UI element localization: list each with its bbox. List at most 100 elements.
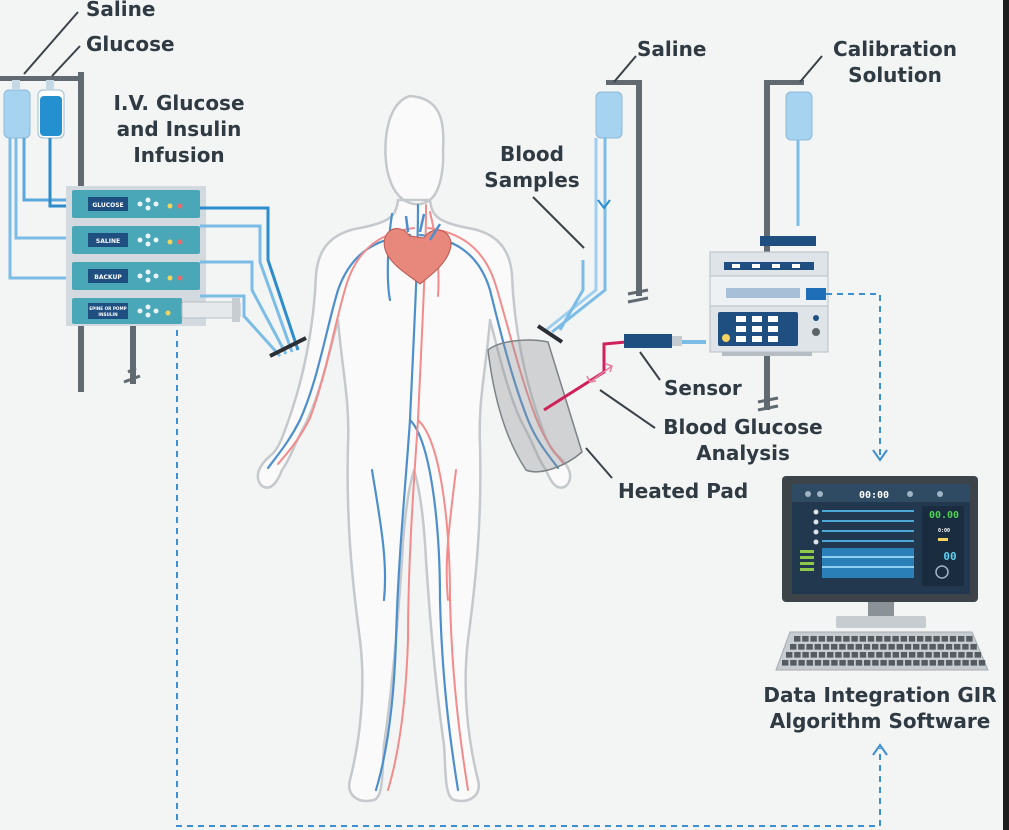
keyboard-key xyxy=(810,652,817,658)
keyboard-key xyxy=(954,644,961,650)
keyboard-key xyxy=(802,636,809,642)
keyboard-key xyxy=(851,636,858,642)
keyboard-key xyxy=(847,644,854,650)
keyboard-key xyxy=(958,636,965,642)
keyboard-key xyxy=(929,660,936,666)
catheter-clip-right xyxy=(536,324,564,344)
keyboard-key xyxy=(826,636,834,642)
keyboard-key xyxy=(855,644,862,650)
keyboard-key xyxy=(970,644,977,650)
heated-pad-leader xyxy=(585,447,613,479)
keyboard-key xyxy=(937,644,944,650)
keyboard-key xyxy=(831,660,838,666)
keyboard-key xyxy=(949,636,957,642)
analysis-leader xyxy=(599,389,656,429)
keyboard-key xyxy=(823,660,830,666)
label-heated-pad: Heated Pad xyxy=(618,479,749,503)
keyboard-key xyxy=(941,636,948,642)
keyboard-key xyxy=(954,660,961,666)
label-blood-glucose-analysis: Blood Glucose Analysis xyxy=(663,415,823,465)
right-saline-stand xyxy=(595,55,649,304)
keyboard-key xyxy=(962,660,969,666)
keyboard-key xyxy=(962,644,969,650)
keyboard-key xyxy=(888,660,895,666)
keyboard-key xyxy=(790,660,797,666)
keyboard-key xyxy=(806,660,813,666)
heated-pad xyxy=(487,339,583,473)
keyboard-key xyxy=(905,660,912,666)
keyboard-key xyxy=(933,652,940,658)
dashed-link-bottom xyxy=(176,330,881,827)
sensor-leader xyxy=(639,351,661,381)
keyboard-key xyxy=(876,652,883,658)
keyboard-key xyxy=(794,636,801,642)
keyboard-key xyxy=(794,652,801,658)
keyboard-key xyxy=(798,660,805,666)
saline-bag-left xyxy=(3,80,31,139)
keyboard-key xyxy=(909,652,916,658)
keyboard-key xyxy=(859,652,867,658)
keyboard-key xyxy=(814,660,822,666)
keyboard-key xyxy=(835,652,842,658)
vein-network xyxy=(266,203,560,792)
infusion-lines-to-arm xyxy=(200,206,300,358)
label-blood-samples: Blood Samples xyxy=(484,142,580,192)
keyboard-key xyxy=(806,644,813,650)
keyboard-key xyxy=(790,644,797,650)
pump-bottom-label-1: EPINE OR POMP xyxy=(89,306,126,311)
keyboard-key xyxy=(851,652,858,658)
keyboard-key xyxy=(892,636,899,642)
screen-readout-round: 00 xyxy=(943,550,956,563)
keyboard-key xyxy=(884,652,891,658)
keyboard-key xyxy=(822,644,830,650)
keyboard-key xyxy=(978,660,986,666)
keyboard-key xyxy=(896,644,903,650)
keyboard-key xyxy=(970,660,977,666)
keyboard-key xyxy=(945,644,953,650)
catheter-clip-left xyxy=(269,336,307,358)
keyboard-key xyxy=(814,644,821,650)
keyboard-key xyxy=(810,636,817,642)
blood-sample-lines xyxy=(545,138,607,334)
pump-bottom-label-2: INSULIN xyxy=(98,312,118,317)
keyboard-key xyxy=(843,652,850,658)
keyboard-key xyxy=(946,660,953,666)
dashed-link-analyzer xyxy=(826,293,881,456)
keyboard-key xyxy=(974,652,981,658)
keyboard-key xyxy=(839,660,846,666)
keyboard-key xyxy=(892,652,899,658)
glucose-bag xyxy=(37,80,65,139)
label-glucose: Glucose xyxy=(86,32,175,56)
glucose-sensor xyxy=(543,334,682,412)
screen-clock: 00:00 xyxy=(859,490,889,501)
keyboard-key xyxy=(798,644,805,650)
keyboard-key xyxy=(839,644,846,650)
computer-stand xyxy=(836,602,926,628)
label-iv-infusion: I.V. Glucose and Insulin Infusion xyxy=(113,91,245,167)
keyboard-key xyxy=(921,644,928,650)
human-body xyxy=(256,94,572,803)
pump-glucose-label: GLUCOSE xyxy=(92,202,123,209)
keyboard-key xyxy=(908,636,916,642)
keyboard-key xyxy=(900,652,908,658)
label-gir-software: Data Integration GIR Algorithm Software xyxy=(763,683,997,733)
keyboard-key xyxy=(859,636,866,642)
keyboard-key xyxy=(818,652,826,658)
keyboard-key xyxy=(921,660,928,666)
screen-readout-main: 00.00 xyxy=(929,510,959,521)
keyboard-key xyxy=(876,636,883,642)
keyboard-key xyxy=(904,644,912,650)
keyboard-key xyxy=(831,644,838,650)
keyboard-key xyxy=(827,652,834,658)
keyboard-key xyxy=(888,644,895,650)
infusion-pump-stack: GLUCOSE SALINE BACKUP EPINE OR POMP INSU… xyxy=(66,186,241,326)
pump-saline-label: SALINE xyxy=(96,238,120,245)
keyboard-key xyxy=(884,636,891,642)
label-sensor: Sensor xyxy=(664,376,742,400)
keyboard-key xyxy=(913,660,920,666)
keyboard-key xyxy=(958,652,965,658)
keyboard-key xyxy=(966,636,973,642)
label-calibration-solution: Calibration Solution xyxy=(833,37,957,87)
